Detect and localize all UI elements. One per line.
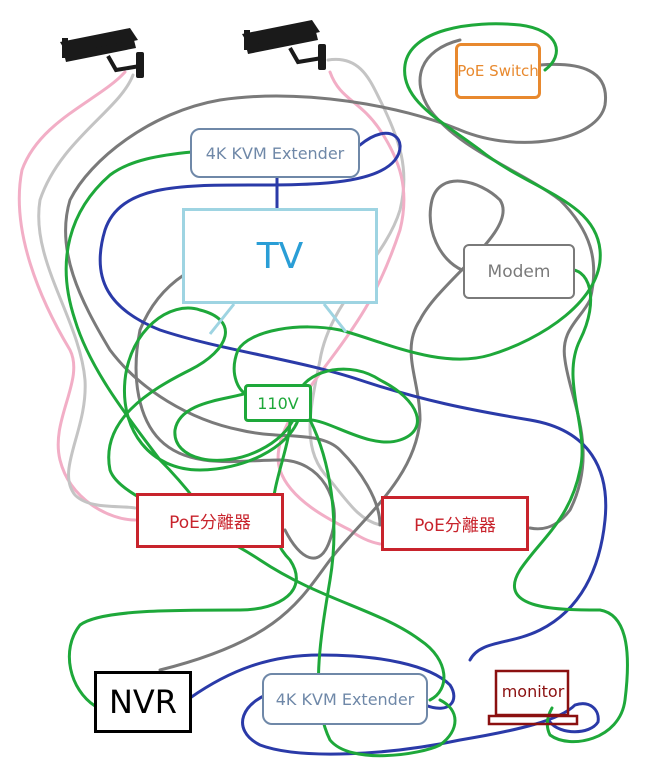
kvm-extender-top: 4K KVM Extender [190, 128, 360, 178]
monitor-icon [487, 669, 579, 726]
nvr: NVR [94, 671, 192, 733]
poe-switch-label: PoE Switch [457, 62, 539, 80]
poe-splitter-left-label: PoE分離器 [169, 513, 251, 533]
gray-wire [158, 179, 505, 672]
camera-icon [242, 20, 326, 70]
poe-splitter-left: PoE分離器 [136, 493, 284, 548]
poe-splitter-right-label: PoE分離器 [414, 516, 496, 536]
poe-splitter-right: PoE分離器 [381, 496, 529, 551]
monitor-label: monitor [501, 682, 565, 701]
light-gray-wire [37, 73, 137, 510]
camera-icon [60, 28, 144, 78]
nvr-label: NVR [108, 683, 178, 721]
pink-wire [276, 70, 406, 546]
green-wire [308, 418, 457, 758]
blue-wire [98, 131, 608, 662]
kvm-extender-bottom: 4K KVM Extender [262, 673, 428, 725]
power-outlet-110v: 110V [244, 384, 312, 422]
poe-switch: PoE Switch [455, 43, 541, 99]
tv-stand-icon [208, 303, 348, 335]
green-wire [232, 22, 602, 397]
blue-wire [188, 653, 600, 756]
power-outlet-label: 110V [257, 393, 299, 413]
green-wire [64, 150, 212, 522]
tv-screen: TV [182, 208, 378, 304]
gray-wire [64, 62, 608, 527]
modem: Modem [463, 244, 575, 299]
tv-label: TV [256, 235, 304, 277]
kvm-extender-bottom-label: 4K KVM Extender [275, 689, 415, 709]
modem-label: Modem [487, 261, 551, 282]
kvm-extender-top-label: 4K KVM Extender [205, 143, 345, 163]
green-wire [107, 306, 446, 702]
green-wire [512, 268, 629, 744]
